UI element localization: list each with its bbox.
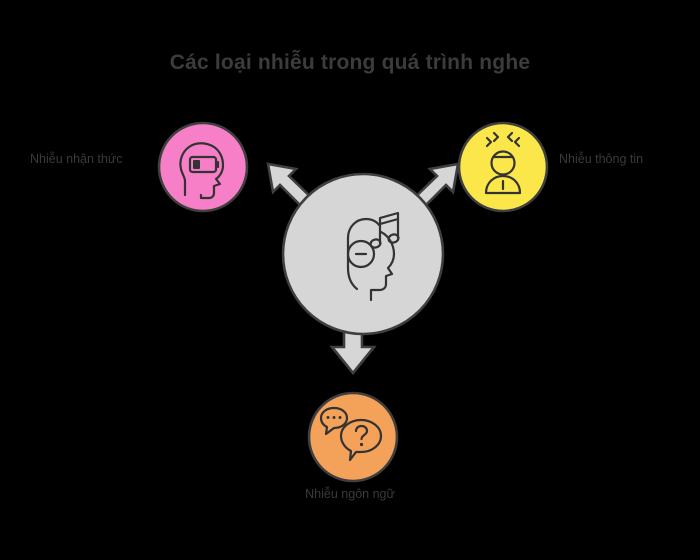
node-label-cognitive: Nhiễu nhận thức — [30, 152, 123, 166]
node-information[interactable] — [457, 121, 549, 213]
page-title: Các loại nhiễu trong quá trình nghe — [169, 51, 531, 74]
node-language[interactable] — [307, 391, 399, 483]
node-information-circle — [457, 121, 549, 213]
node-label-information: Nhiễu thông tin — [559, 152, 644, 166]
speech-bubbles-question-icon — [319, 406, 383, 462]
head-with-headphones-music-icon — [346, 211, 400, 302]
head-with-battery-icon — [179, 142, 225, 200]
node-language-circle — [307, 391, 399, 483]
node-cognitive-circle — [157, 121, 249, 213]
stressed-person-icon — [484, 131, 522, 195]
node-label-language: Nhiễu ngôn ngữ — [305, 487, 395, 501]
center-node[interactable] — [281, 172, 445, 336]
node-cognitive[interactable] — [157, 121, 249, 213]
